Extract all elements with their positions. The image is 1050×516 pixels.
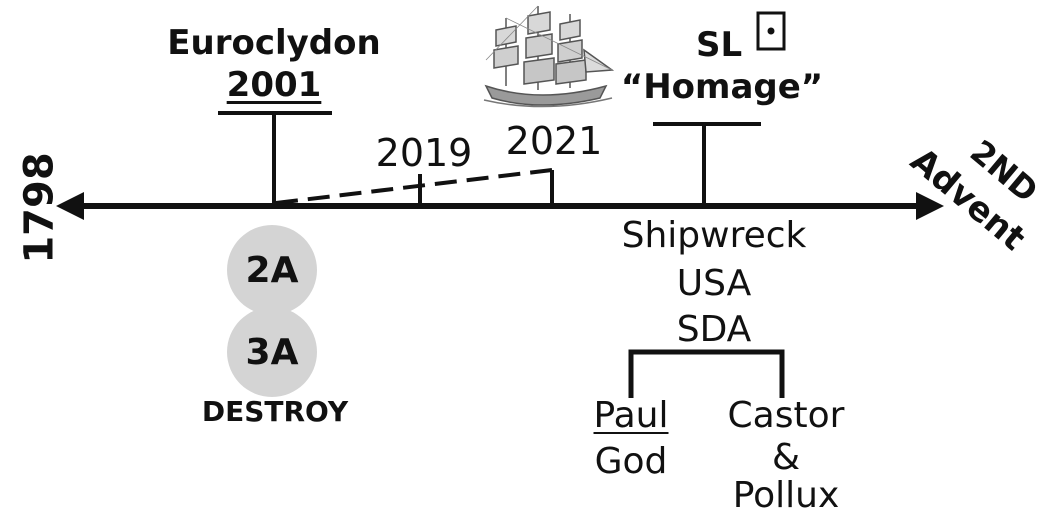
circle-3a: 3A — [227, 307, 317, 397]
shipwreck-line: Shipwreck — [621, 215, 807, 256]
sl-prefix: SL — [696, 25, 743, 65]
god-label: God — [594, 441, 668, 482]
circle-3a-label: 3A — [245, 331, 299, 373]
year-2019: 2019 — [375, 131, 473, 175]
branch-bracket — [628, 349, 785, 398]
paul-label: Paul — [593, 395, 669, 436]
castor-label: Castor — [727, 395, 845, 436]
euroclydon-year: 2001 — [226, 65, 322, 105]
euroclydon-name: Euroclydon — [167, 23, 381, 63]
square-dot-icon — [756, 11, 786, 51]
circle-2a: 2A — [227, 225, 317, 315]
circle-2a-label: 2A — [245, 249, 299, 291]
ampersand-label: & — [771, 437, 801, 478]
sda-line: SDA — [676, 309, 752, 350]
usa-line: USA — [676, 263, 752, 304]
homage-title: “Homage” — [620, 67, 824, 107]
right-arrowhead — [916, 192, 944, 220]
start-label: 1798 — [16, 152, 63, 264]
pollux-label: Pollux — [732, 475, 840, 516]
destroy-label: DESTROY — [201, 395, 349, 428]
year-2021: 2021 — [505, 119, 603, 163]
sailing-ship-icon — [483, 5, 615, 108]
left-arrowhead — [56, 192, 84, 220]
dashed-trend-line — [275, 168, 553, 205]
